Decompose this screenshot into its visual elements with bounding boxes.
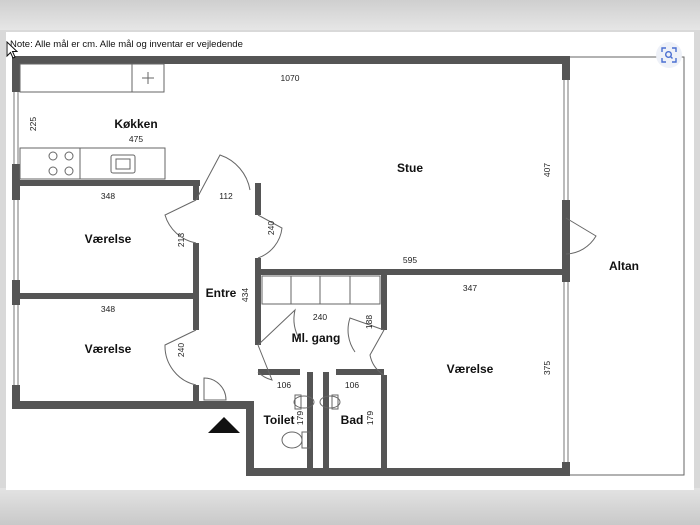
- wardrobe: [261, 275, 381, 305]
- dim-entrance-depth: 434: [240, 288, 250, 302]
- room-label-entrance: Entre: [206, 286, 237, 300]
- room-label-balcony: Altan: [609, 259, 639, 273]
- plan-note: Note: Alle mål er cm. Alle mål og invent…: [10, 39, 243, 50]
- room-label-hallway: Ml. gang: [292, 331, 341, 345]
- dim-bedroom1-depth: 213: [176, 233, 186, 247]
- interior-walls: [16, 180, 566, 472]
- dim-hallway-depth: 188: [364, 315, 374, 329]
- kitchen-fixtures: [19, 63, 166, 180]
- window-background-top: [0, 0, 700, 30]
- window-lines: [13, 80, 569, 462]
- dim-bath-width: 106: [345, 380, 359, 390]
- dim-corridor-door: 240: [266, 221, 276, 235]
- windows: [12, 80, 570, 462]
- dim-entrance-width: 112: [219, 191, 233, 201]
- dim-living-width: 595: [403, 255, 417, 265]
- dim-kitchen-width: 475: [129, 134, 143, 144]
- entrance-arrow-icon: [208, 417, 240, 433]
- bathroom-fixtures: [281, 394, 341, 449]
- room-label-bath: Bad: [341, 413, 364, 427]
- zoom-lens-icon[interactable]: [656, 42, 682, 68]
- doors: [164, 154, 597, 401]
- dim-total-width: 1070: [281, 73, 300, 83]
- zoom-lens-glyph-icon: [661, 47, 677, 63]
- dim-bedroom2-width: 348: [101, 304, 115, 314]
- room-label-bedroom-2: Værelse: [85, 342, 132, 356]
- dim-kitchen-depth: 225: [28, 117, 38, 131]
- dim-living-depth: 407: [542, 163, 552, 177]
- dim-hallway-width: 240: [313, 312, 327, 322]
- room-label-bedroom-1: Værelse: [85, 232, 132, 246]
- room-label-living: Stue: [397, 161, 423, 175]
- mouse-cursor-icon: [6, 41, 18, 59]
- dim-bath-depth: 179: [365, 411, 375, 425]
- room-label-bedroom-3: Værelse: [447, 362, 494, 376]
- room-label-toilet: Toilet: [263, 413, 294, 427]
- dim-toilet-width: 106: [277, 380, 291, 390]
- dim-toilet-depth: 179: [295, 411, 305, 425]
- dim-bedroom3-depth: 375: [542, 361, 552, 375]
- dim-bedroom2-depth: 240: [176, 343, 186, 357]
- window-background-bottom: [0, 488, 700, 525]
- dim-bedroom1-width: 348: [101, 191, 115, 201]
- dim-bedroom3-width: 347: [463, 283, 477, 293]
- outer-walls: [12, 56, 570, 476]
- room-label-kitchen: Køkken: [114, 117, 157, 131]
- floor-plan-sheet: [6, 32, 694, 490]
